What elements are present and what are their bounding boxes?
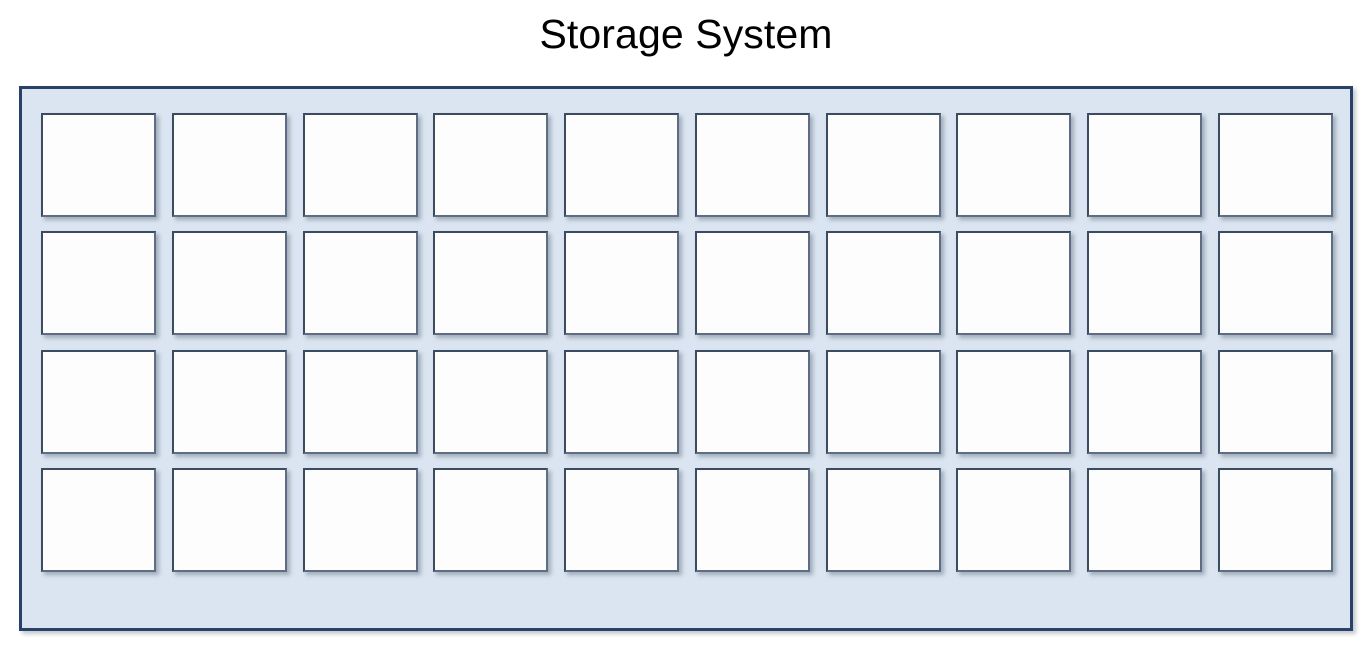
storage-slot[interactable] (694, 113, 810, 217)
storage-slot[interactable] (433, 113, 549, 217)
storage-slot[interactable] (1217, 468, 1333, 572)
storage-slot[interactable] (825, 231, 941, 335)
storage-slot[interactable] (1087, 113, 1203, 217)
storage-rack-row-2 (41, 231, 1333, 335)
storage-slot[interactable] (1087, 350, 1203, 454)
storage-slot[interactable] (564, 113, 680, 217)
storage-slot[interactable] (171, 468, 287, 572)
storage-slot[interactable] (956, 468, 1072, 572)
storage-slot[interactable] (433, 231, 549, 335)
storage-rack-row-1 (41, 113, 1333, 217)
page-title: Storage System (539, 11, 833, 57)
storage-rack-row-3 (41, 350, 1333, 454)
storage-slot[interactable] (564, 231, 680, 335)
storage-slot[interactable] (171, 231, 287, 335)
storage-slot[interactable] (171, 113, 287, 217)
storage-slot[interactable] (694, 231, 810, 335)
storage-slot[interactable] (41, 350, 156, 454)
storage-rack-container (19, 86, 1353, 631)
storage-slot[interactable] (433, 468, 549, 572)
storage-rack-grid (22, 89, 1350, 628)
storage-slot[interactable] (564, 468, 680, 572)
storage-slot[interactable] (694, 350, 810, 454)
storage-slot[interactable] (302, 468, 418, 572)
storage-slot[interactable] (956, 113, 1072, 217)
storage-slot[interactable] (956, 231, 1072, 335)
storage-slot[interactable] (41, 231, 156, 335)
storage-slot[interactable] (1087, 231, 1203, 335)
storage-slot[interactable] (825, 113, 941, 217)
storage-slot[interactable] (694, 468, 810, 572)
storage-slot[interactable] (171, 350, 287, 454)
storage-slot[interactable] (825, 468, 941, 572)
storage-slot[interactable] (433, 350, 549, 454)
storage-slot[interactable] (302, 113, 418, 217)
storage-slot[interactable] (302, 350, 418, 454)
storage-slot[interactable] (1217, 113, 1333, 217)
storage-slot[interactable] (1217, 350, 1333, 454)
storage-slot[interactable] (825, 350, 941, 454)
storage-slot[interactable] (564, 350, 680, 454)
storage-slot[interactable] (956, 350, 1072, 454)
storage-slot[interactable] (302, 231, 418, 335)
storage-slot[interactable] (1087, 468, 1203, 572)
storage-slot[interactable] (1217, 231, 1333, 335)
storage-slot[interactable] (41, 113, 156, 217)
storage-slot[interactable] (41, 468, 156, 572)
storage-rack-row-4 (41, 468, 1333, 572)
